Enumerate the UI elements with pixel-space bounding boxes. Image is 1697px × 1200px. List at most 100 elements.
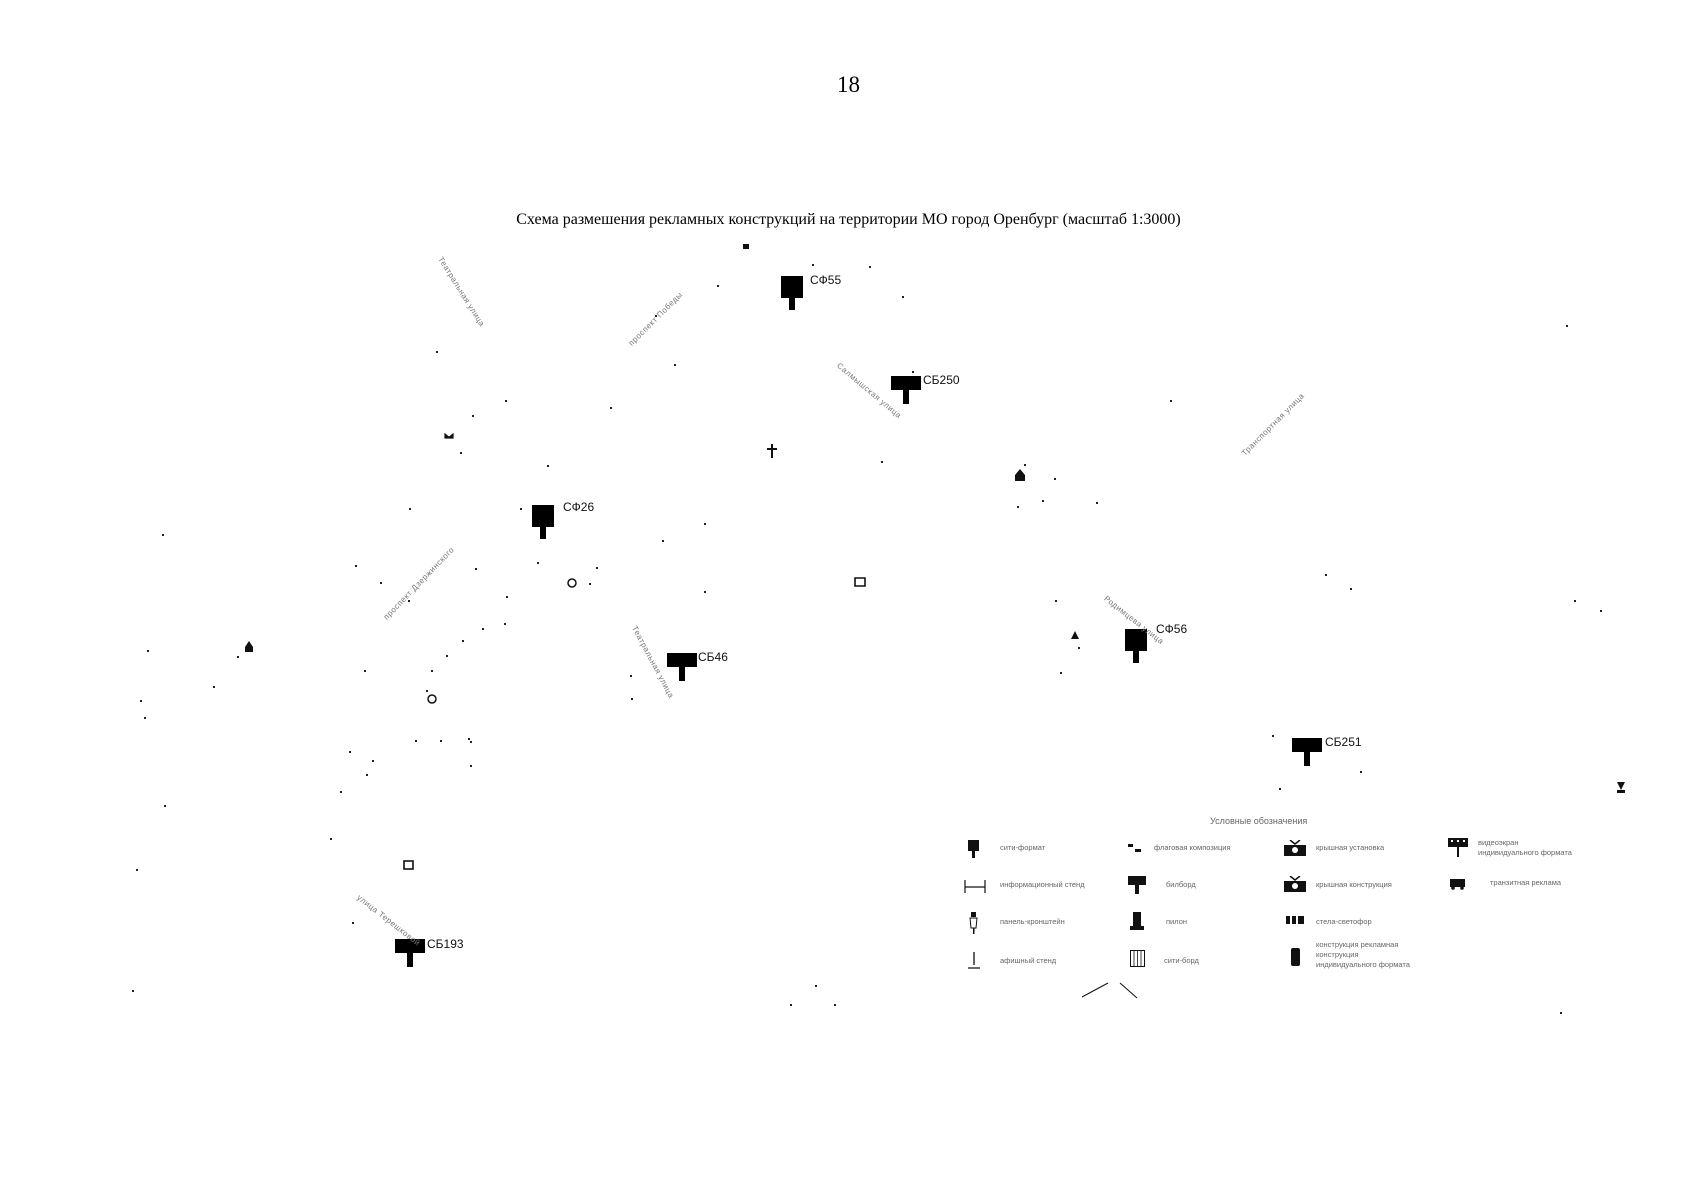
map-speck [1360, 771, 1362, 773]
map-speck [589, 583, 591, 585]
map-speck [869, 266, 871, 268]
legend-item-label: панель-кронштейн [1000, 917, 1065, 926]
map-speck [475, 568, 477, 570]
map-speck [630, 675, 632, 677]
construction-code-label: СФ56 [1156, 622, 1188, 636]
map-speck [1560, 1012, 1562, 1014]
church-icon [767, 444, 777, 458]
map-speck [631, 698, 633, 700]
construction-marker-СФ26[interactable] [532, 505, 554, 539]
construction-marker-СБ250[interactable] [891, 376, 921, 404]
map-speck [1055, 600, 1057, 602]
nonstandard-icon [1291, 948, 1300, 966]
map-speck [662, 540, 664, 542]
map-speck [132, 990, 134, 992]
construction-marker-СФ56[interactable] [1125, 629, 1147, 663]
construction-marker-СБ193[interactable] [395, 939, 425, 967]
map-speck [1024, 464, 1026, 466]
map-speck [237, 656, 239, 658]
map-speck [340, 791, 342, 793]
map-speck [1325, 574, 1327, 576]
legend-title: Условные обозначения [1210, 816, 1308, 826]
map-speck [409, 508, 411, 510]
map-speck [902, 296, 904, 298]
map-speck [380, 582, 382, 584]
map-speck [1574, 600, 1576, 602]
map-speck [462, 640, 464, 642]
map-title: Схема размешения рекламных конструкций н… [516, 211, 1181, 228]
construction-code-label: СБ46 [698, 650, 728, 664]
map-speck [537, 562, 539, 564]
poi-circle-icon [567, 578, 577, 588]
map-legend: Условные обозначения сити-формат флагова… [950, 812, 1610, 992]
map-speck [164, 805, 166, 807]
construction-marker-СБ251[interactable] [1292, 738, 1322, 766]
map-speck [1272, 735, 1274, 737]
map-speck [352, 922, 354, 924]
construction-code-label: СБ193 [427, 937, 464, 951]
legend-item-label: конструкция рекламная конструкция индиви… [1316, 940, 1410, 969]
road-junction-marker [1081, 982, 1138, 999]
map-speck [1042, 500, 1044, 502]
map-speck [446, 655, 448, 657]
map-speck [349, 751, 351, 753]
tent-icon [1071, 631, 1079, 639]
construction-code-label: СФ55 [810, 273, 842, 287]
basemap-specks [132, 264, 1602, 1014]
map-speck [1350, 588, 1352, 590]
map-speck [1017, 506, 1019, 508]
map-speck [213, 686, 215, 688]
map-speck [1060, 672, 1062, 674]
map-speck [468, 738, 470, 740]
map-speck [1078, 647, 1080, 649]
map-speck [815, 985, 817, 987]
construction-marker-СФ55[interactable] [781, 276, 803, 310]
map-speck [482, 628, 484, 630]
legend-item-label: билборд [1166, 880, 1196, 889]
house-icon [1015, 469, 1025, 481]
map-speck [1170, 400, 1172, 402]
map-speck [912, 371, 914, 373]
map-speck [610, 407, 612, 409]
roof-install-icon [1284, 840, 1306, 856]
map-speck [1600, 610, 1602, 612]
legend-item-label: афишный стенд [1000, 956, 1057, 965]
map-speck [472, 415, 474, 417]
map-speck [834, 1004, 836, 1006]
map-speck [147, 650, 149, 652]
map-speck [717, 285, 719, 287]
poster-stand-icon [968, 952, 980, 969]
map-speck [366, 774, 368, 776]
legend-item-label: крышная установка [1316, 843, 1385, 852]
bracket-panel-icon [969, 912, 978, 934]
bus-icon [1617, 782, 1625, 793]
map-speck [440, 740, 442, 742]
legend-item-label: информационный стенд [1000, 880, 1085, 889]
legend-item-label: транзитная реклама [1490, 878, 1562, 887]
map-speck [330, 838, 332, 840]
stele-icon [1286, 914, 1304, 926]
legend-item-label: стела-светофор [1316, 917, 1372, 926]
map-speck [596, 567, 598, 569]
mail-icon [443, 431, 455, 440]
construction-code-label: СБ251 [1325, 735, 1362, 749]
map-speck [790, 1004, 792, 1006]
legend-item-label: крышная конструкция [1316, 880, 1392, 889]
roof-construction-icon [1284, 876, 1306, 892]
map-speck [812, 264, 814, 266]
map-speck [520, 508, 522, 510]
map-speck [1096, 502, 1098, 504]
map-speck [504, 623, 506, 625]
map-speck [372, 760, 374, 762]
page-number: 18 [837, 72, 860, 97]
map-speck [431, 670, 433, 672]
map-speck [1279, 788, 1281, 790]
construction-marker-СБ46[interactable] [667, 653, 697, 681]
billboard-icon [1128, 876, 1146, 894]
map-speck [704, 591, 706, 593]
map-speck [426, 690, 428, 692]
map-speck [547, 465, 549, 467]
map-speck [881, 461, 883, 463]
legend-item-label: сити-борд [1164, 956, 1199, 965]
flag-composition-icon [1128, 844, 1141, 852]
